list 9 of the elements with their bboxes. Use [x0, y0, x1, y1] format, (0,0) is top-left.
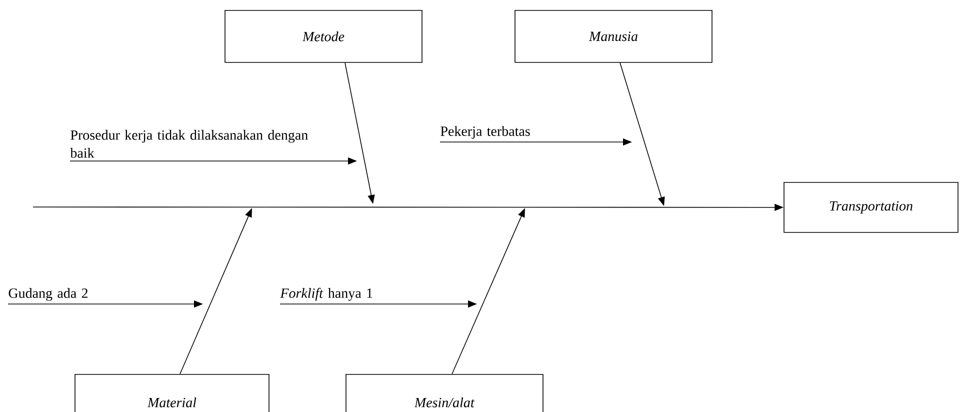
category-box: Manusia — [514, 10, 712, 63]
category-box: Mesin/alat — [346, 374, 544, 412]
cause-text: Pekerja terbatas — [440, 126, 530, 139]
category-box: Metode — [224, 10, 422, 63]
category-box: Transportation — [784, 182, 958, 233]
category-box: Material — [74, 374, 270, 412]
cause-text: Gudang ada 2 — [8, 288, 88, 301]
cause-text: Forklift hanya 1 — [280, 288, 372, 301]
cause-text: Prosedur kerja tidak dilaksanakan dengan baik — [70, 130, 308, 158]
